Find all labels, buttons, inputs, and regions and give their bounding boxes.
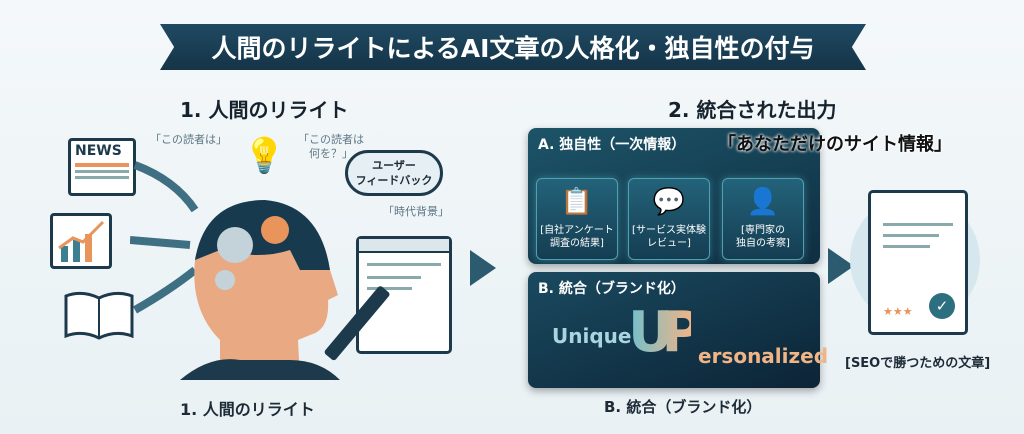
page-title: 人間のリライトによるAI文章の人格化・独自性の付与 [211,34,815,63]
logo-personalized: ersonalized [698,344,829,368]
growth-chart-icon [50,213,112,269]
open-book-icon [62,290,136,342]
flow-arrow-2 [828,248,854,284]
site-info-overlay: 「あなただけのサイト情報」 [718,134,952,155]
card-label: [自社アンケート 調査の結果] [540,225,614,249]
speech-bubble-icon: 💬 [652,187,686,217]
caption-branding: B. 統合（ブランド化） [604,398,762,416]
section-1-heading: 1. 人間のリライト [180,98,349,122]
expert-person-icon: 👤 [746,187,780,217]
panel-a-title: A. 独自性（一次情報） [538,137,686,153]
panel-b-title: B. 統合（ブランド化） [538,281,685,297]
card-label: [サービス実体験 レビュー] [632,225,706,249]
panel-uniqueness: A. 独自性（一次情報） 📋 [自社アンケート 調査の結果] 💬 [サービス実体験 … [528,128,820,264]
user-feedback-cloud: ユーザー フィードバック [345,150,443,196]
logo-up-mark: UP [628,300,702,365]
news-label: NEWS [75,143,122,159]
caption-rewrite: 1. 人間のリライト [180,400,315,419]
input-arrows [130,161,199,314]
rewrite-document-icon [356,236,452,354]
logo-unique: Unique [552,324,632,348]
lightbulb-icon: 💡 [243,136,286,176]
panel-branding: B. 統合（ブランド化） Unique UP ersonalized [528,272,828,388]
newspaper-icon: NEWS [68,138,136,196]
quote-reader-what: 「この読者は 何を？」 [298,133,364,160]
output-label: [SEOで勝つための文章] [845,356,991,371]
card-survey: 📋 [自社アンケート 調査の結果] [536,178,618,260]
quote-reader: 「この読者は」 [150,133,227,146]
seo-document-icon: ★★★ ✓ [868,190,968,335]
survey-chart-icon: 📋 [560,187,594,217]
human-head-illustration [180,190,340,380]
section-2-heading: 2. 統合された出力 [668,98,837,122]
title-banner: 人間のリライトによるAI文章の人格化・独自性の付与 [160,24,866,70]
checkmark-icon: ✓ [929,293,955,319]
rating-stars: ★★★ [883,305,913,318]
quote-era: 「時代背景」 [383,205,449,218]
card-label: [専門家の 独自の考察] [736,225,790,249]
card-expert: 👤 [専門家の 独自の考察] [722,178,804,260]
card-review: 💬 [サービス実体験 レビュー] [628,178,710,260]
flow-arrow-1 [470,250,496,286]
